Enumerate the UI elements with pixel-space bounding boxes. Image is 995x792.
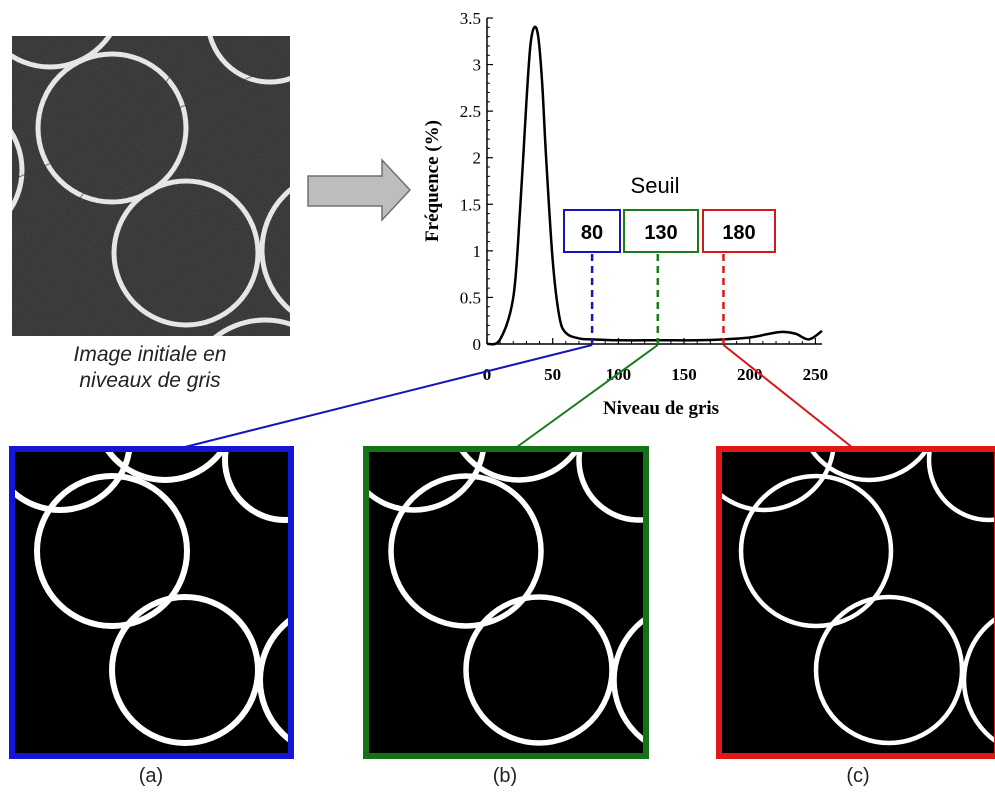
threshold-value: 80 [581, 222, 603, 244]
histogram-chart: 00.511.522.533.5 050100150200250 Fréquen… [422, 9, 828, 419]
fiber-circle [926, 452, 994, 523]
fiber-circle [576, 452, 643, 523]
fiber-circle [212, 317, 290, 336]
fiber-circle [34, 473, 190, 629]
x-tick-label: 50 [544, 365, 561, 384]
threshold-connector-180 [722, 344, 859, 453]
x-tick-label: 250 [803, 365, 829, 384]
fiber-circle [259, 186, 290, 314]
y-tick-label: 2 [473, 149, 482, 168]
histogram-curve [486, 25, 823, 346]
fiber-circle [611, 617, 643, 743]
x-axis-label: Niveau de gris [603, 398, 719, 419]
y-tick-label: 2.5 [460, 102, 481, 121]
x-tick-label: 200 [737, 365, 763, 384]
binarized-panel-c [716, 446, 995, 759]
arrow-icon [307, 158, 412, 222]
fiber-circle [15, 452, 132, 513]
fiber-circle [12, 128, 25, 212]
fiber-circle [388, 473, 544, 629]
panel-label-a: (a) [139, 765, 163, 787]
y-tick-label: 0 [473, 335, 482, 354]
threshold-connector-80 [164, 344, 593, 453]
panel-a-border [9, 446, 294, 759]
panel-b-border [363, 446, 649, 759]
threshold-box-180: 180 [702, 209, 776, 253]
threshold-box-80: 80 [563, 209, 621, 253]
fiber-circle [257, 617, 288, 743]
fiber-circle [222, 452, 288, 523]
initial-image-caption-line1: Image initiale en [74, 343, 227, 366]
fiber-circle [12, 36, 113, 70]
fiber-circle [369, 452, 486, 513]
fiber-circle [105, 452, 225, 483]
fiber-circle [813, 594, 965, 746]
initial-image-caption-line2: niveaux de gris [79, 369, 221, 392]
y-tick-label: 3 [473, 56, 482, 75]
y-tick-label: 0.5 [460, 288, 481, 307]
fiber-circle [35, 51, 189, 205]
fiber-circle [111, 178, 261, 328]
threshold-value: 130 [644, 222, 677, 244]
panel-label-b: (b) [493, 765, 517, 787]
x-tick-label: 0 [483, 365, 492, 384]
fiber-circle [961, 617, 994, 743]
threshold-box-130: 130 [623, 209, 699, 253]
panel-c-border [716, 446, 995, 759]
y-axis-label: Fréquence (%) [422, 120, 443, 242]
fiber-circle [207, 36, 290, 85]
fiber-circle [459, 452, 579, 483]
y-tick-label: 1.5 [460, 195, 481, 214]
threshold-connector-130 [509, 344, 659, 453]
y-tick-label: 3.5 [460, 9, 481, 28]
fiber-circle [722, 452, 836, 513]
fiber-circle [738, 473, 894, 629]
x-tick-label: 150 [671, 365, 697, 384]
panel-label-c: (c) [846, 765, 869, 787]
binarized-panel-b [363, 446, 649, 759]
y-tick-label: 1 [473, 242, 482, 261]
threshold-value: 180 [722, 222, 755, 244]
seuil-label: Seuil [631, 173, 680, 198]
initial-grayscale-image [12, 36, 290, 336]
fiber-circle [810, 452, 928, 483]
binarized-panel-a [9, 446, 294, 759]
